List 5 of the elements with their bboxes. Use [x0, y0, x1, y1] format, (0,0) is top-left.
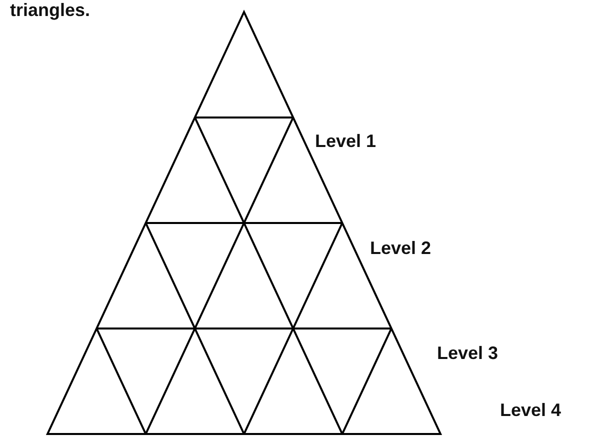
caption-text: triangles.: [10, 0, 90, 21]
level-label: Level 1: [315, 131, 376, 152]
level-label: Level 3: [437, 343, 498, 364]
level-label: Level 4: [500, 400, 562, 421]
level-label: Level 2: [370, 238, 432, 259]
